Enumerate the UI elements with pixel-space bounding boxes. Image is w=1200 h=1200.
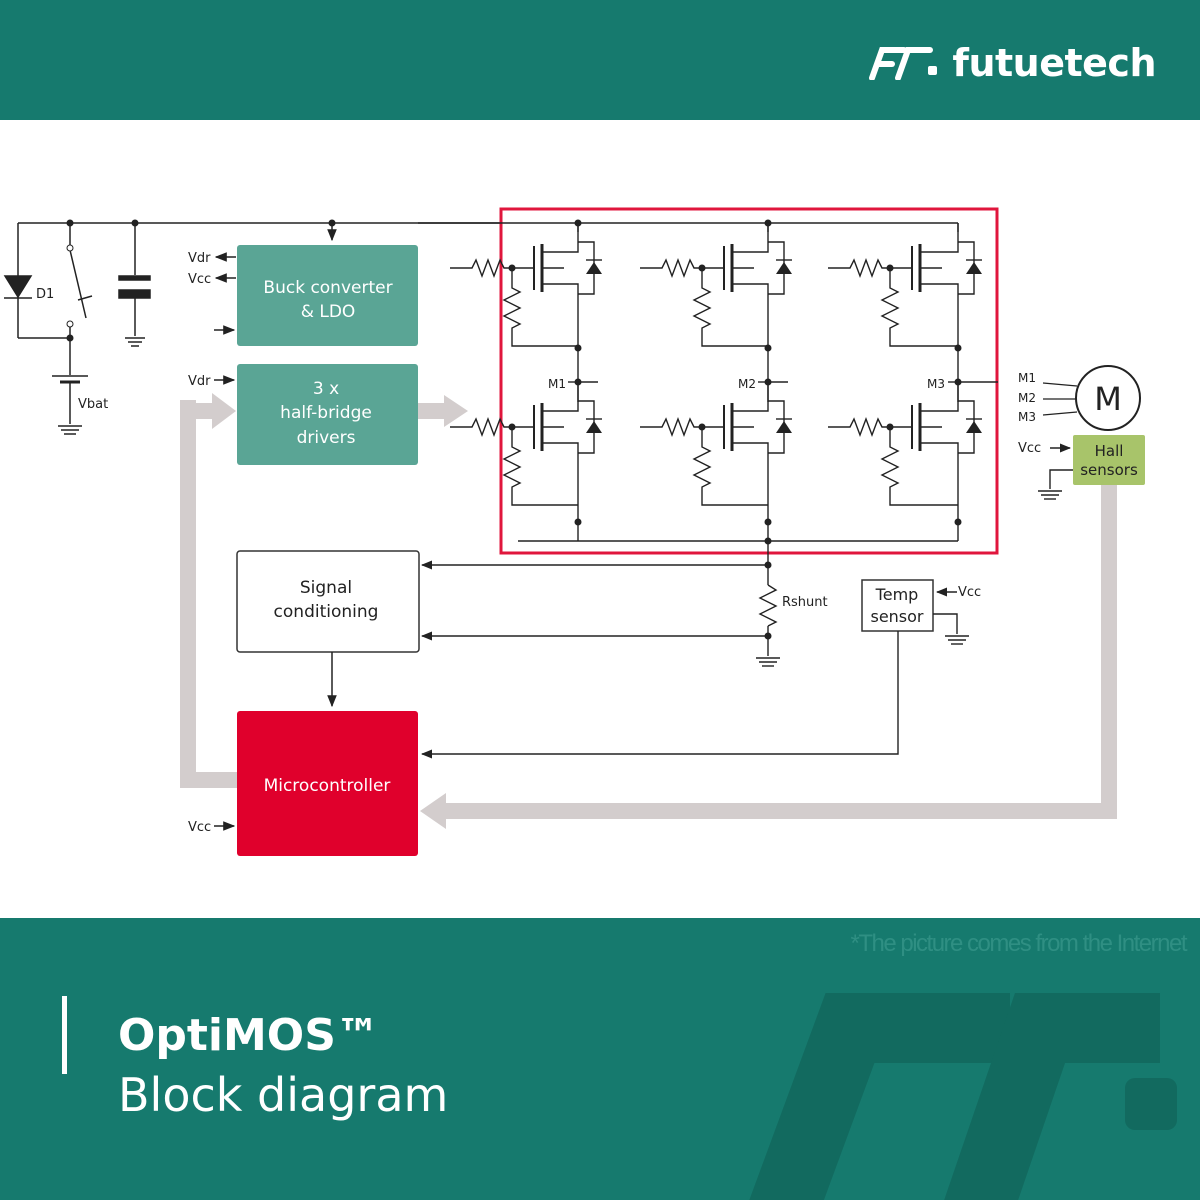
motor-icon	[1075, 365, 1141, 431]
ftc-logo-icon	[869, 47, 938, 80]
mcu-label: Microcontroller	[264, 776, 391, 796]
flow-arrows	[180, 393, 1117, 829]
m3-node-label: M3	[927, 377, 945, 391]
ftc-watermark-icon	[749, 993, 1177, 1200]
power-stage-highlight	[499, 207, 999, 555]
temp-label-1: Temp	[875, 585, 919, 604]
buck-label-1: Buck converter	[263, 278, 392, 298]
bridge-dots	[574, 219, 772, 545]
vcc-hall-label: Vcc	[1018, 441, 1041, 456]
buck-label-2: & LDO	[301, 302, 356, 322]
vcc-temp-label: Vcc	[958, 585, 981, 600]
bridge-legs	[450, 223, 998, 541]
hall-label-2: sensors	[1080, 461, 1138, 479]
brand[interactable]: futuetech	[868, 38, 1156, 88]
bridge-wiring	[418, 222, 958, 565]
buck-converter-block	[237, 245, 418, 346]
vbat-label: Vbat	[78, 397, 108, 412]
page-title: OptiMOS™	[118, 1010, 380, 1061]
mosfet-m1-high	[450, 223, 602, 348]
hall-label-1: Hall	[1095, 442, 1124, 460]
block-diagram: D1 Vbat Buck converter & LDO Vdr Vcc 3 x…	[0, 120, 1200, 918]
drivers-label-2: half-bridge	[280, 403, 372, 423]
mosfet-m3-high	[828, 223, 982, 348]
signal-conditioning-block	[236, 550, 420, 653]
temp-label-2: sensor	[870, 607, 923, 626]
page-subtitle: Block diagram	[118, 1068, 449, 1122]
mosfet-m2-high	[640, 223, 792, 348]
temp-wiring	[420, 587, 969, 759]
d1-label: D1	[36, 287, 54, 302]
hall-sensors-block	[1073, 435, 1145, 485]
motor-label: M	[1094, 380, 1122, 418]
drivers-label-3: drivers	[297, 428, 356, 448]
junction-dots	[66, 219, 336, 342]
vdr-drivers-label: Vdr	[188, 374, 211, 389]
signal-label-1: Signal	[300, 578, 352, 598]
vcc-mcu-label: Vcc	[188, 820, 211, 835]
m1-motor-label: M1	[1018, 371, 1036, 385]
m2-node-label: M2	[738, 377, 756, 391]
footer-bar: *The picture comes from the Internet Opt…	[0, 918, 1200, 1200]
drivers-label-1: 3 x	[313, 379, 339, 399]
header-bar: futuetech	[0, 0, 1200, 120]
m3-motor-label: M3	[1018, 410, 1036, 424]
m1-node-label: M1	[548, 377, 566, 391]
hall-wiring	[1038, 443, 1073, 500]
microcontroller-block	[237, 711, 418, 856]
mosfet-m2-low	[640, 382, 792, 522]
brand-name: futuetech	[952, 41, 1156, 85]
mosfet-m3-low	[828, 382, 982, 522]
vdr-buck-label: Vdr	[188, 251, 211, 266]
shunt-resistor	[420, 560, 780, 667]
image-credit: *The picture comes from the Internet	[850, 930, 1187, 957]
mosfet-m1-low	[450, 382, 602, 522]
m2-motor-label: M2	[1018, 391, 1036, 405]
vcc-buck-label: Vcc	[188, 272, 211, 287]
half-bridge-drivers-block	[237, 364, 418, 465]
motor-phase-lines	[1042, 382, 1078, 416]
signal-label-2: conditioning	[274, 602, 379, 622]
title-accent-bar	[62, 996, 67, 1074]
buck-io-arrows	[214, 252, 236, 335]
rshunt-label: Rshunt	[782, 595, 828, 610]
